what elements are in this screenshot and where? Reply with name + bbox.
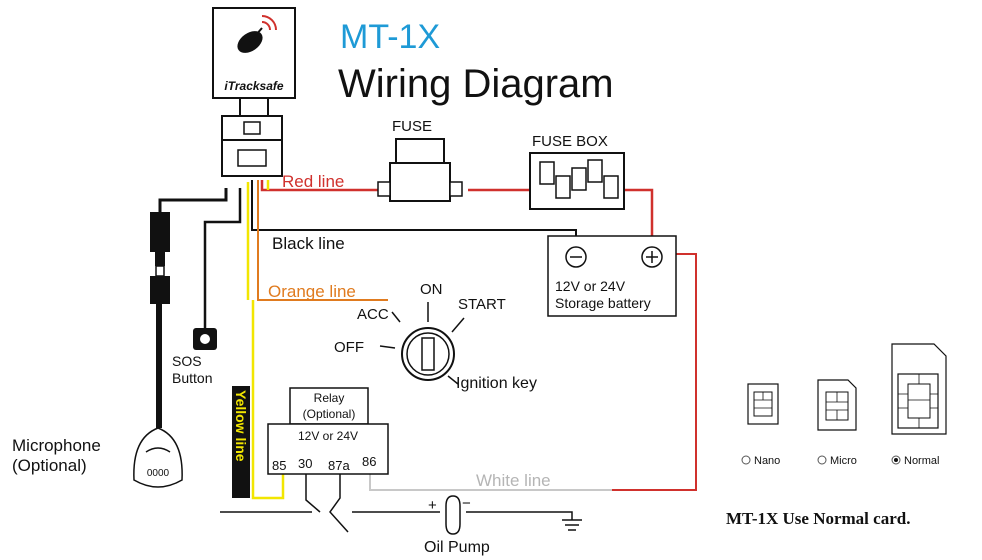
sos-label: SOS (172, 353, 202, 369)
battery-type-label: Storage battery (555, 295, 651, 311)
orange-wire (257, 180, 388, 301)
ignition-start-label: START (458, 296, 506, 313)
ignition-key-label: Ignition key (456, 375, 537, 392)
sim-option-normal[interactable]: Normal (891, 455, 939, 467)
page-title: Wiring Diagram (338, 62, 614, 106)
relay-pin-85: 85 (272, 458, 286, 473)
radio-selected-dot (894, 458, 898, 462)
red-wire (260, 180, 380, 192)
microphone-optional-label: (Optional) (12, 456, 87, 475)
red-line-label: Red line (282, 172, 344, 191)
sos-button-label: Button (172, 370, 212, 386)
sim-card-nano (747, 383, 779, 425)
microphone-label: Microphone (12, 436, 101, 455)
sos-button: SOS Button (172, 328, 217, 386)
model-title: MT-1X (340, 18, 440, 56)
battery-voltage-label: 12V or 24V (555, 278, 626, 294)
sim-card-normal (891, 343, 947, 435)
yellow-line-label-box: Yellow line (232, 386, 250, 498)
sim-option-micro-label: Micro (830, 455, 857, 467)
tracker-device: iTracksafe (212, 7, 296, 177)
satellite-icon (237, 15, 277, 53)
sim-card-note: MT-1X Use Normal card. (726, 509, 910, 528)
ground-symbol (562, 519, 582, 531)
relay: Relay (Optional) 12V or 24V 85 30 87a 86 (267, 387, 389, 475)
relay-switch-lines (305, 474, 349, 533)
sim-card-micro (817, 379, 857, 431)
ignition-switch: ON START ACC OFF Ignition key (334, 281, 537, 392)
ignition-off-label: OFF (334, 339, 364, 356)
microphone-body-text: 0000 (147, 468, 170, 479)
pump-circuit (352, 511, 573, 520)
relay-pin-30: 30 (298, 456, 312, 471)
pump-minus-label: − (462, 495, 471, 512)
relay-pin-87a: 87a (328, 458, 350, 473)
red-wire-relay (612, 253, 697, 491)
red-wire-battery (625, 188, 654, 246)
oil-pump: + − Oil Pump (424, 495, 490, 556)
fuse-box (529, 152, 625, 210)
black-line-label: Black line (272, 234, 345, 253)
microphone-icon (145, 447, 171, 453)
sos-cable (203, 188, 242, 330)
pump-plus-label: + (428, 497, 437, 514)
mic-cable (158, 188, 228, 212)
orange-line-label: Orange line (268, 282, 356, 301)
ignition-acc-label: ACC (357, 306, 389, 323)
fuse (377, 138, 463, 202)
sim-option-nano[interactable]: Nano (741, 455, 780, 467)
yellow-line-label: Yellow line (233, 390, 249, 462)
yellow-wire (251, 300, 285, 500)
white-wire (369, 474, 612, 491)
brand-label: iTracksafe (224, 79, 283, 93)
storage-battery: 12V or 24V Storage battery (547, 235, 677, 317)
fuse-box-label: FUSE BOX (532, 133, 608, 150)
sim-option-normal-label: Normal (904, 455, 939, 467)
fuse-label: FUSE (392, 118, 432, 135)
relay-pin-86: 86 (362, 454, 376, 469)
relay-optional-label: (Optional) (303, 407, 356, 421)
white-line-label: White line (476, 471, 551, 490)
ignition-on-label: ON (420, 281, 443, 298)
relay-label: Relay (314, 391, 345, 405)
sim-option-micro[interactable]: Micro (817, 455, 857, 467)
microphone: 0000 Microphone (Optional) (12, 212, 183, 488)
relay-voltage-label: 12V or 24V (298, 429, 358, 443)
device-connector-top (221, 115, 283, 141)
oil-pump-label: Oil Pump (424, 539, 490, 556)
sim-option-nano-label: Nano (754, 455, 780, 467)
